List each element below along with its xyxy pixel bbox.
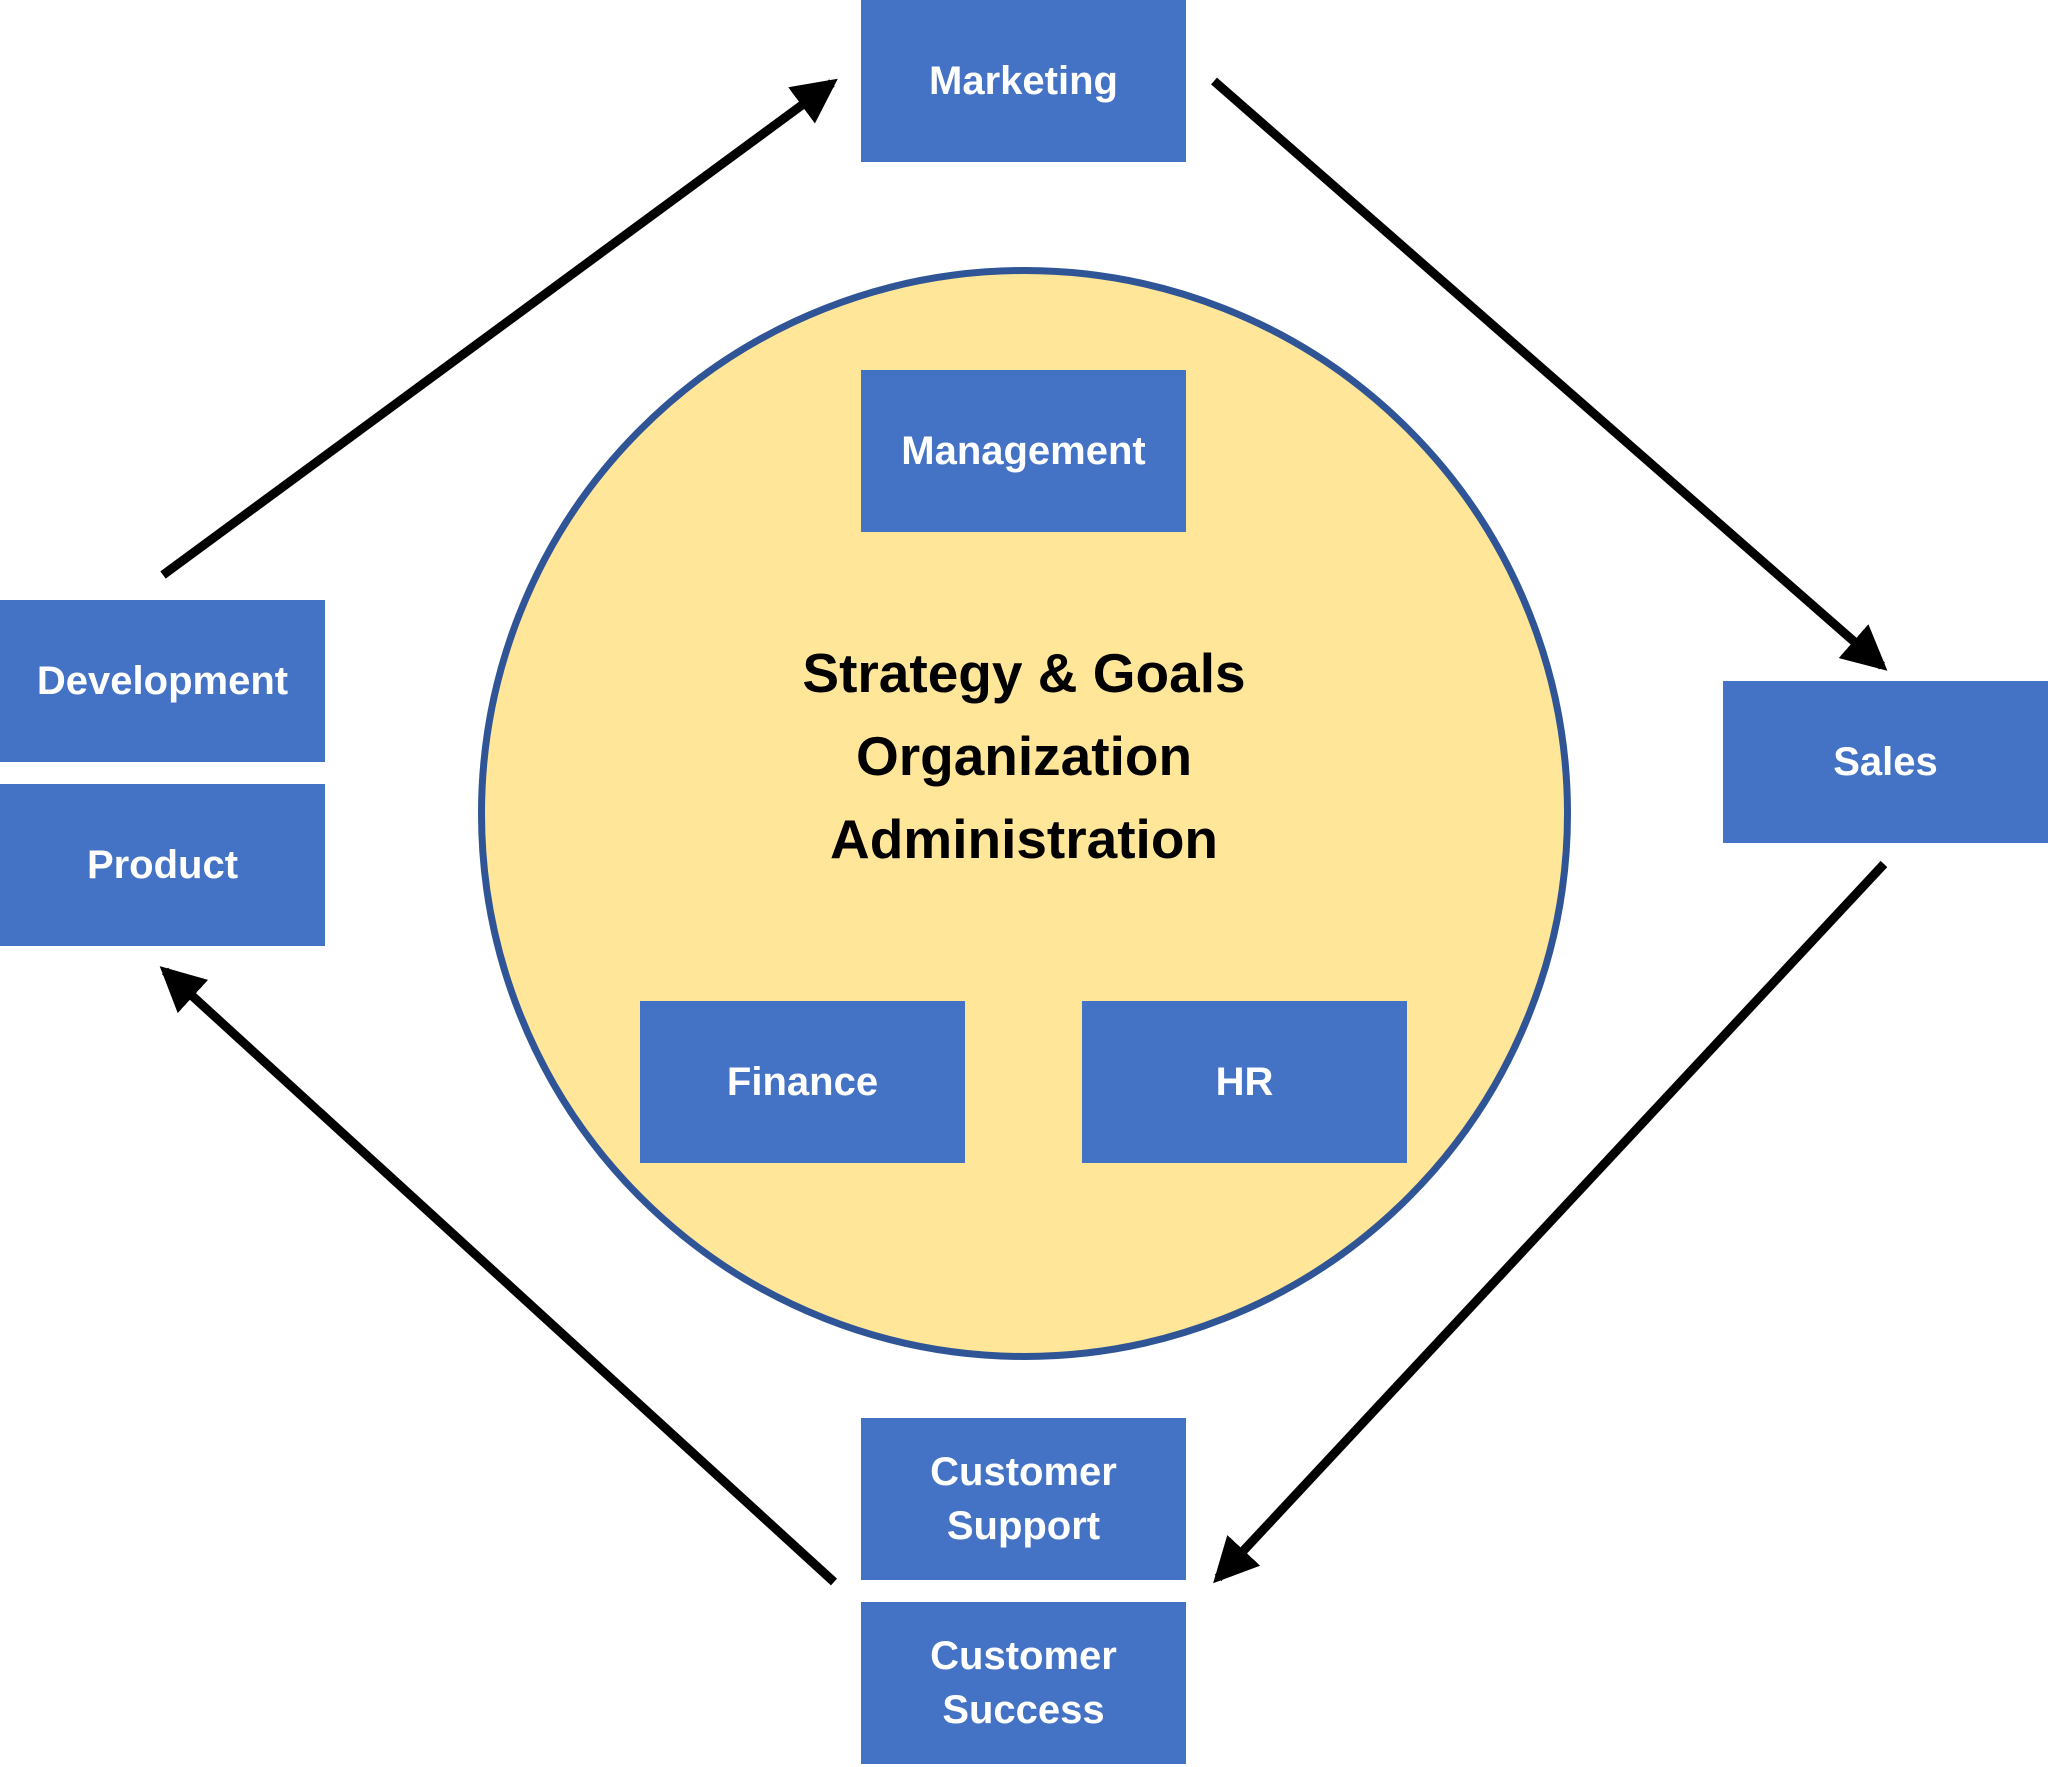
arrow-marketing-to-sales	[1211, 77, 1888, 671]
customer-support-box: Customer Support	[861, 1418, 1186, 1580]
customer-success-box: Customer Success	[861, 1602, 1186, 1764]
finance-box: Finance	[640, 1001, 965, 1163]
management-box: Management	[861, 370, 1186, 532]
core-line-strategy-goals: Strategy & Goals	[802, 642, 1246, 704]
sales-box: Sales	[1723, 681, 2048, 843]
arrow-development-to-marketing	[160, 78, 838, 579]
development-box: Development	[0, 600, 325, 762]
arrow-sales-to-customer-support	[1213, 860, 1888, 1584]
hr-box: HR	[1082, 1001, 1407, 1163]
core-functions-text: Strategy & Goals Organization Administra…	[724, 632, 1324, 881]
core-line-organization: Organization	[855, 725, 1193, 787]
product-box: Product	[0, 784, 325, 946]
arrow-customer-support-to-product	[159, 966, 838, 1586]
marketing-box: Marketing	[861, 0, 1186, 162]
core-line-administration: Administration	[829, 808, 1219, 870]
